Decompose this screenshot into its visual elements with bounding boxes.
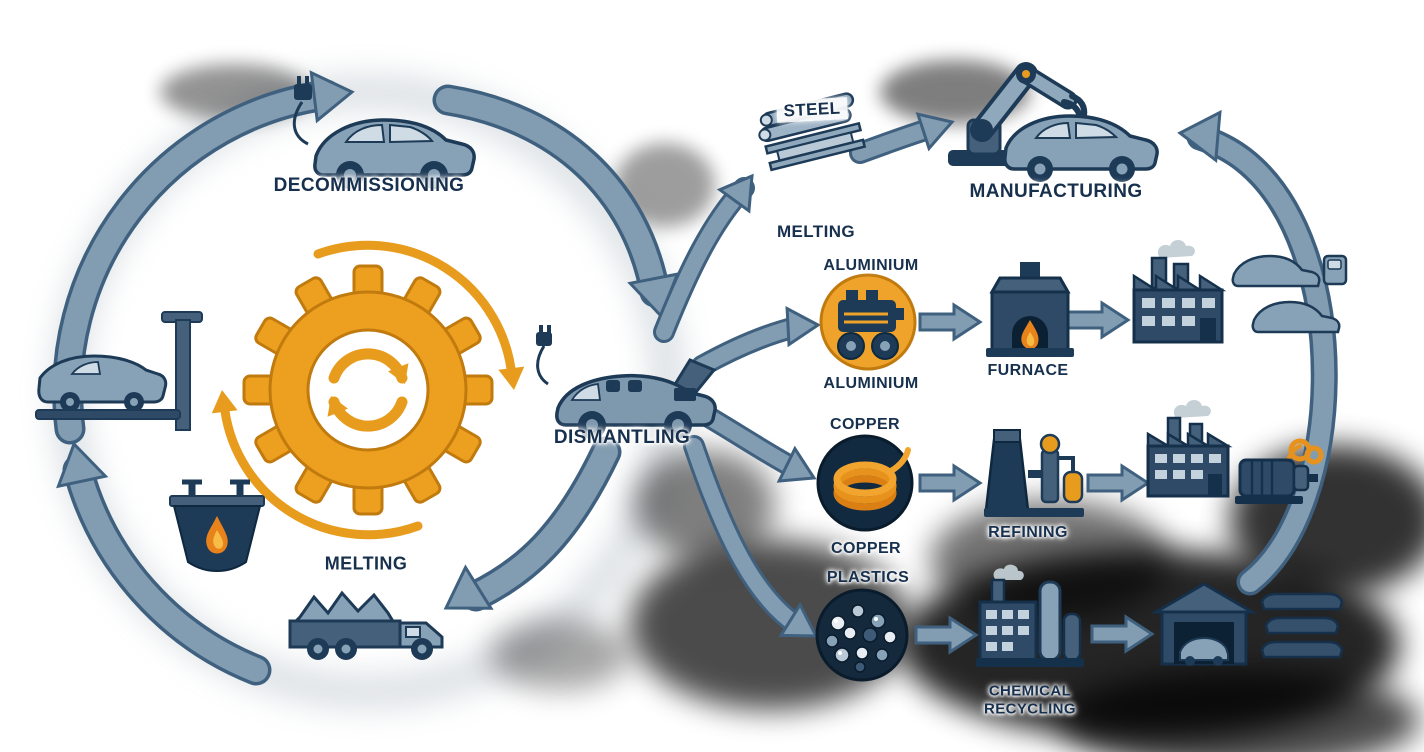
dismantling-fan-arrows xyxy=(653,173,821,638)
bumper-parts-icon xyxy=(1260,592,1344,659)
copper-top-label: COPPER xyxy=(830,416,900,433)
motor-factory-icon xyxy=(1146,400,1233,498)
steel-to-manufacturing-arrow xyxy=(849,112,955,164)
electric-car-icon xyxy=(292,76,476,189)
decommissioning-label: DECOMMISSIONING xyxy=(273,175,465,196)
dismantling-label: DISMANTLING xyxy=(553,427,691,448)
gear-recycle-icon xyxy=(211,240,525,540)
engine-icon xyxy=(819,273,917,371)
garage-parts-icon xyxy=(1150,582,1258,666)
robot-arm-icon xyxy=(948,62,1088,166)
manufacturing-label: MANUFACTURING xyxy=(969,181,1143,202)
plastic-granules-icon xyxy=(815,588,909,682)
plastics-label: PLASTICS xyxy=(826,569,910,586)
copper-coil-icon xyxy=(816,434,914,532)
electric-motor-icon xyxy=(1235,438,1324,504)
refining-label: REFINING xyxy=(988,524,1068,541)
car-lift-icon xyxy=(35,311,203,431)
steel-melting-label: MELTING xyxy=(776,222,856,241)
aluminium-top-label: ALUMINIUM xyxy=(823,257,919,274)
chemical-recycling-label-line1: CHEMICAL xyxy=(988,682,1072,700)
furnace-icon xyxy=(986,262,1074,357)
refinery-icon xyxy=(984,429,1084,517)
row-flow-arrows xyxy=(914,300,1155,655)
car-bodies-icon xyxy=(1231,254,1348,334)
scrap-truck-icon xyxy=(288,590,444,660)
steel-label: STEEL xyxy=(776,97,848,123)
aluminium-bottom-label: ALUMINIUM xyxy=(823,375,919,392)
right-return-loop-arrow xyxy=(1177,109,1338,596)
chemical-recycling-label-line2: RECYCLING xyxy=(984,700,1076,718)
melting-pot-icon xyxy=(169,479,265,572)
chemical-plant-icon xyxy=(976,564,1084,667)
melting-left-label: MELTING xyxy=(324,553,408,574)
manufactured-car-icon xyxy=(1003,114,1159,182)
dismantled-car-icon xyxy=(536,325,717,439)
car-body-factory-icon xyxy=(1132,240,1227,344)
furnace-label: FURNACE xyxy=(987,362,1069,379)
copper-bottom-label: COPPER xyxy=(831,540,901,557)
left-cycle-arrows xyxy=(52,70,680,686)
